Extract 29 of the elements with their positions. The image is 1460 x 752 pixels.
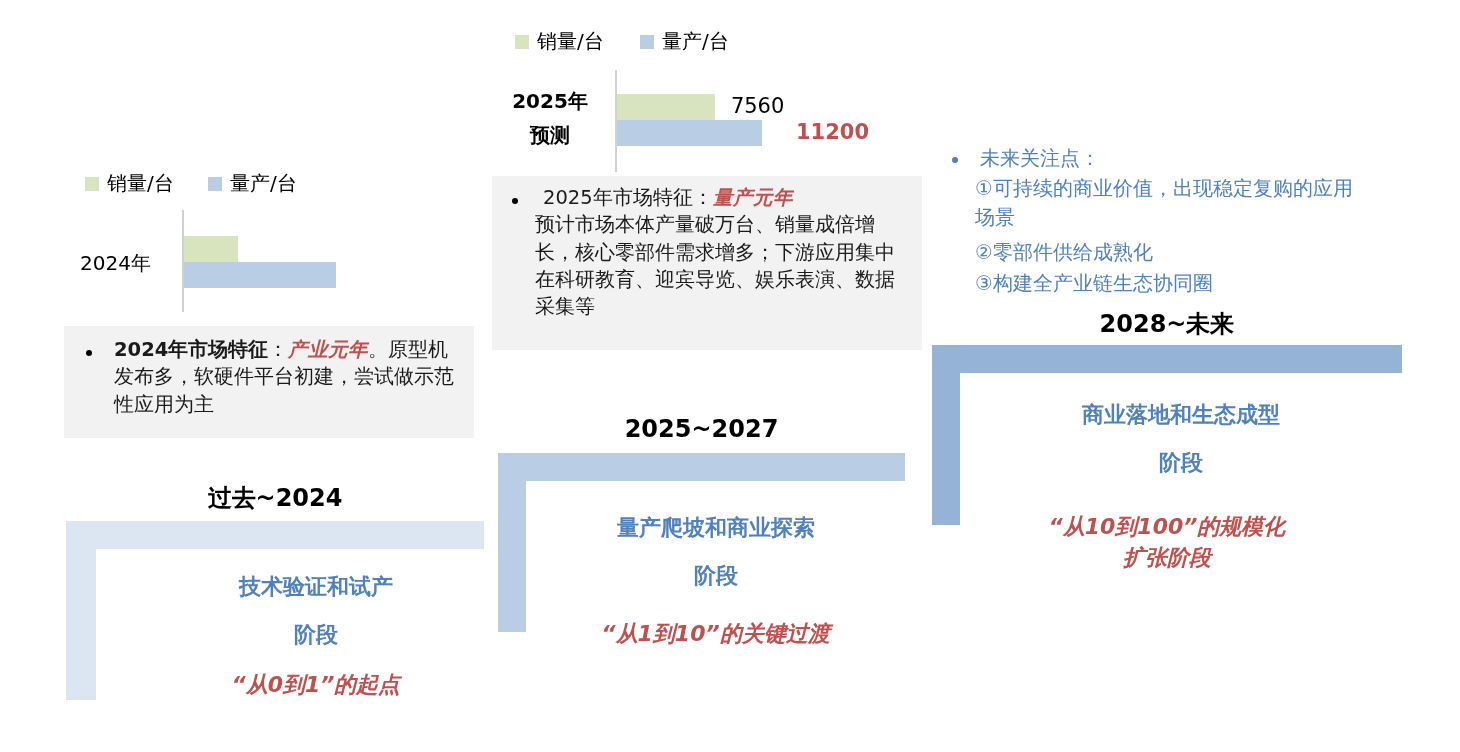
stage-slogan: “从10到100”的规模化扩张阶段 (1047, 513, 1288, 572)
stage-name: 阶段 (293, 621, 339, 649)
paragraph: 预计市场本体产量破万台、销量成倍增长，核心零部件需求增多；下游应用集中在科研教育、迎宾导览、娱乐表演、数据采集等 (535, 212, 896, 321)
stage-slogan: “从0到1”的起点 (230, 671, 403, 699)
paragraph: 2024年市场特征：产业元年。原型机发布多，软硬件平台初建，尝试做示范性应用为主 (114, 337, 454, 418)
legend-label: 量产/台 (230, 170, 297, 197)
legend-label: 销量/台 (537, 28, 604, 55)
period-heading: 2028~未来 (1098, 309, 1236, 340)
data-label: 7560 (730, 94, 785, 118)
period-heading: 2025~2027 (623, 415, 780, 443)
info-card (492, 176, 922, 350)
stage-name: 量产爬坡和商业探索 (615, 514, 816, 542)
note-heading: 未来关注点： (980, 145, 1100, 172)
category-label: 2024年 (80, 250, 151, 277)
data-label: 11200 (796, 120, 870, 144)
stage-name: 阶段 (1158, 449, 1204, 477)
legend-label: 量产/台 (662, 28, 729, 55)
stage-name: 商业落地和生态成型 (1081, 401, 1281, 429)
stage-slogan: “从1到10”的关键过渡 (526, 619, 905, 650)
note-item: ①可持续的商业价值，出现稳定复购的应用场景 (975, 175, 1354, 231)
category-label: 2025年预测 (511, 88, 589, 149)
stage-name: 阶段 (692, 562, 739, 590)
stage-name: 技术验证和试产 (237, 573, 394, 601)
card-heading: 2025年市场特征：量产元年 (543, 185, 795, 211)
info-card (64, 326, 474, 438)
period-heading: 过去~2024 (206, 483, 344, 514)
note-item: ③构建全产业链生态协同圈 (975, 270, 1213, 297)
note-item: ②零部件供给成熟化 (975, 239, 1153, 266)
legend-label: 销量/台 (107, 170, 174, 197)
